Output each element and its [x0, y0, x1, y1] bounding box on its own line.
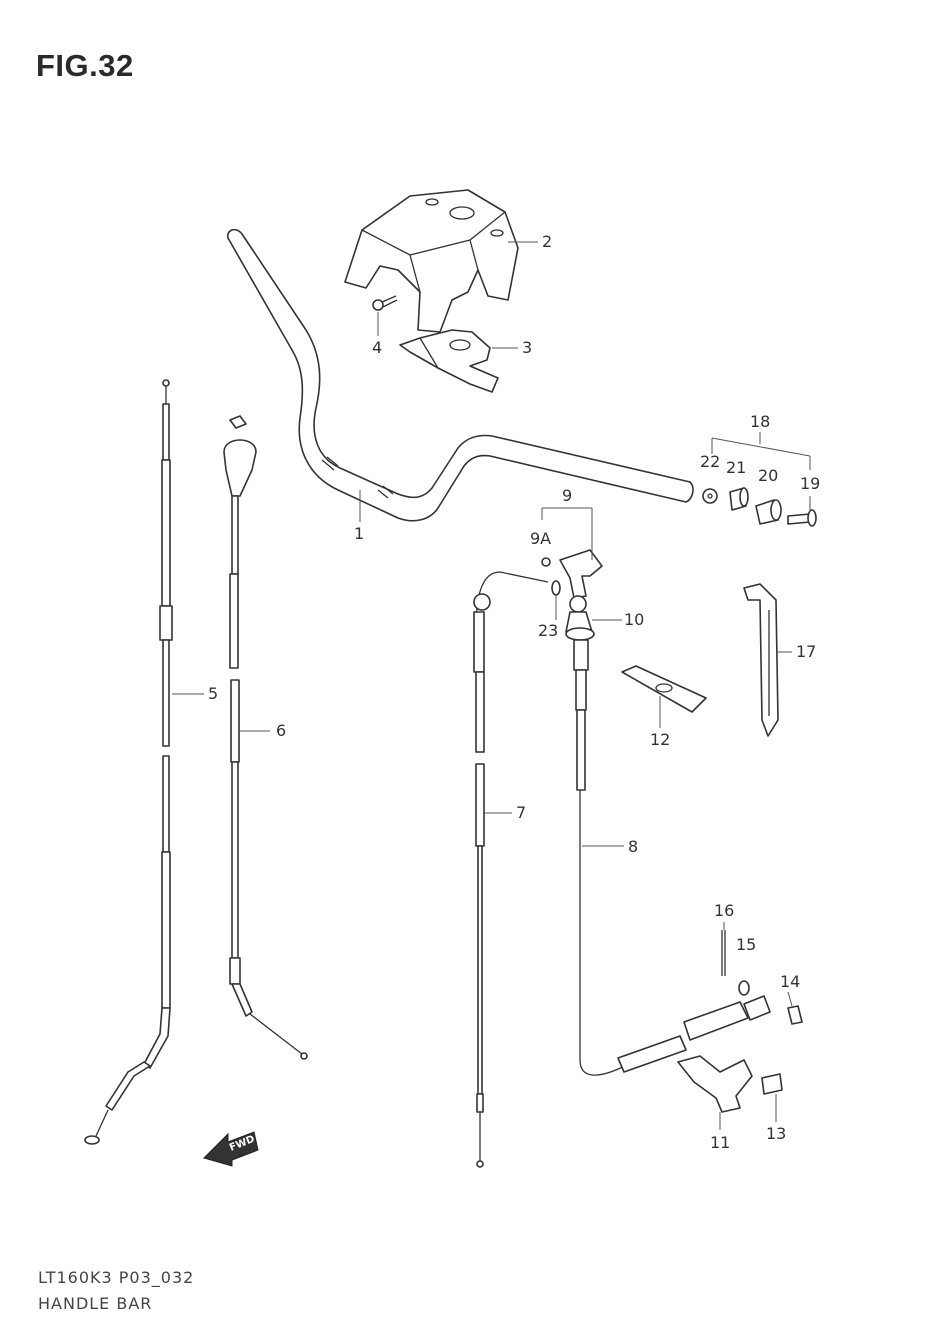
cable-part-6[interactable] [223, 415, 308, 1060]
leader-lines [172, 241, 811, 1130]
callout-22: 22 [700, 452, 720, 471]
forward-arrow-icon: FWD [203, 1131, 259, 1167]
washer-23 [551, 580, 561, 596]
handlebar-cover-part[interactable] [344, 189, 519, 333]
callout-5: 5 [208, 684, 218, 703]
boot-part-10 [565, 627, 595, 641]
bracket-11 [677, 1055, 753, 1113]
callout-2: 2 [542, 232, 552, 251]
plate-part-12[interactable] [621, 665, 707, 713]
callout-8: 8 [628, 837, 638, 856]
callout-3: 3 [522, 338, 532, 357]
callout-13: 13 [766, 1124, 786, 1143]
cover-bracket-part[interactable] [399, 329, 499, 393]
callout-23: 23 [538, 621, 558, 640]
handlebar-end-parts[interactable] [702, 487, 817, 527]
callout-21: 21 [726, 458, 746, 477]
bolt-part [787, 513, 811, 525]
diagram-code: LT160K3 P03_032 [38, 1268, 195, 1287]
handlebar-part[interactable] [226, 228, 694, 522]
callout-16: 16 [714, 901, 734, 920]
lower-hardware-parts[interactable] [677, 930, 803, 1113]
cable-part-5[interactable] [84, 379, 173, 1145]
callout-labels: 2 3 4 1 5 6 7 8 9 9A 10 11 12 13 14 15 1… [208, 232, 820, 1152]
callout-4: 4 [372, 338, 382, 357]
callout-11: 11 [710, 1133, 730, 1152]
washer-15 [738, 980, 750, 996]
callout-9: 9 [562, 486, 572, 505]
callout-15: 15 [736, 935, 756, 954]
cable-part-8[interactable] [565, 595, 771, 1076]
callout-17: 17 [796, 642, 816, 661]
callout-19: 19 [800, 474, 820, 493]
callout-18: 18 [750, 412, 770, 431]
callout-6: 6 [276, 721, 286, 740]
diagram-name: HANDLE BAR [38, 1294, 153, 1313]
cover-screw-part[interactable] [372, 295, 398, 311]
lever-assembly-part-9[interactable] [541, 549, 603, 599]
cable-part-7[interactable] [473, 571, 549, 1168]
callout-20: 20 [758, 466, 778, 485]
callout-14: 14 [780, 972, 800, 991]
figure-title: FIG.32 [36, 48, 134, 83]
washer-part [702, 488, 718, 504]
pin-14 [787, 1005, 803, 1025]
callout-12: 12 [650, 730, 670, 749]
cable-tie-part-17[interactable] [743, 583, 779, 737]
callout-1: 1 [354, 524, 364, 543]
callout-10: 10 [624, 610, 644, 629]
bolt-13 [761, 1073, 783, 1095]
callout-9a: 9A [530, 529, 551, 548]
callout-7: 7 [516, 803, 526, 822]
